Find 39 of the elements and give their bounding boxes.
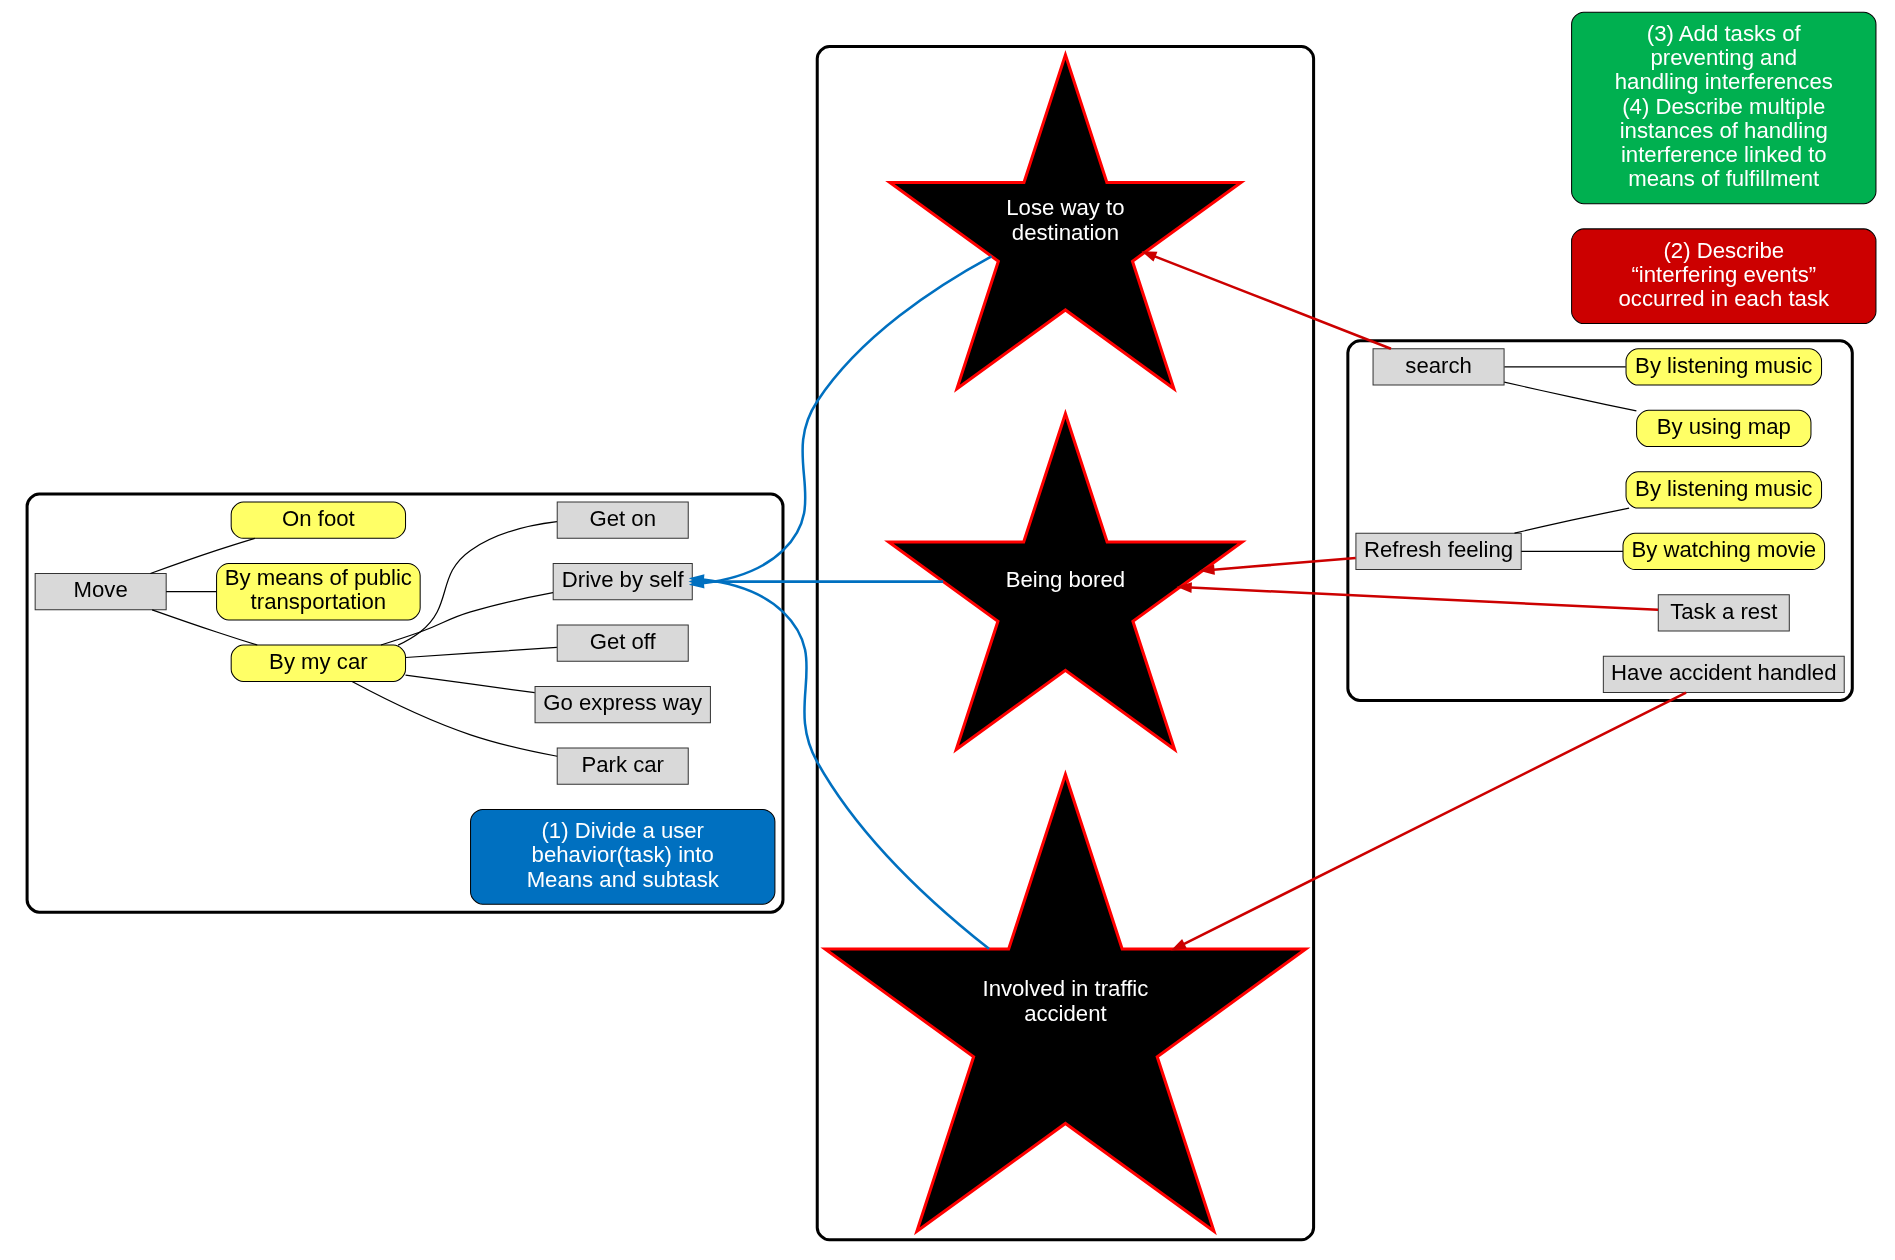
connector bbox=[351, 680, 558, 757]
connector bbox=[151, 609, 258, 646]
connector bbox=[1503, 366, 1627, 368]
cluster bbox=[25, 492, 785, 914]
node-box: Move bbox=[34, 573, 167, 611]
arrow bbox=[1176, 582, 1659, 612]
node-box: By my car bbox=[230, 644, 407, 682]
node-box: (1) Divide a user behavior(task) into Means and subtask bbox=[470, 808, 776, 905]
node-box: (2) Describe “interfering events” occurred in each task bbox=[1571, 228, 1877, 325]
arrow bbox=[1141, 251, 1392, 350]
node-box: On foot bbox=[230, 501, 407, 539]
node-box: By listening music bbox=[1625, 348, 1823, 386]
connector bbox=[405, 646, 558, 659]
node-box: Go express way bbox=[534, 685, 711, 724]
connector bbox=[1503, 381, 1637, 412]
node-box: Have accident handled bbox=[1602, 655, 1845, 693]
arrow bbox=[1170, 691, 1687, 951]
node-box: Park car bbox=[556, 747, 689, 785]
node-box: Task a rest bbox=[1657, 594, 1790, 632]
node-box: By means of public transportation bbox=[216, 562, 421, 621]
node-box: Refresh feeling bbox=[1355, 532, 1522, 571]
node-box: Drive by self bbox=[552, 562, 693, 601]
node-box: Get off bbox=[556, 624, 689, 662]
cluster bbox=[815, 44, 1316, 1242]
node-box: search bbox=[1372, 348, 1505, 386]
node-box: (3) Add tasks of preventing and handling interferences (4) Describe multiple instances of handling interference linked to means of fulfillment bbox=[1571, 11, 1877, 205]
node-box: Get on bbox=[556, 501, 689, 539]
connector bbox=[380, 592, 554, 646]
connector bbox=[165, 591, 218, 593]
cluster bbox=[1346, 339, 1854, 703]
node-box: By watching movie bbox=[1622, 532, 1826, 571]
connector bbox=[397, 521, 558, 646]
connector bbox=[1513, 507, 1630, 534]
node-box: By listening music bbox=[1625, 471, 1823, 509]
node-box: By using map bbox=[1636, 409, 1812, 448]
connector bbox=[1520, 550, 1624, 552]
connector bbox=[404, 674, 536, 694]
arrow bbox=[1199, 556, 1356, 575]
connector bbox=[149, 537, 256, 575]
